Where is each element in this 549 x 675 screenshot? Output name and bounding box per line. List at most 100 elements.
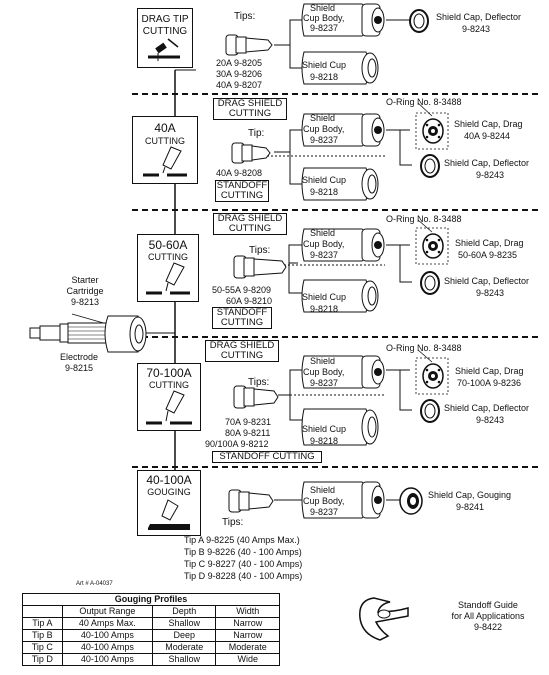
section-divider	[132, 209, 538, 211]
section-divider	[132, 93, 538, 95]
cutting-tip-icon	[231, 142, 271, 164]
standoff-guide-label: Standoff Guide	[458, 600, 518, 610]
cup-label: Shield Cup	[302, 60, 347, 70]
shield-cup-body-icon	[301, 113, 385, 147]
tip-part-number: 30A 9-8206	[216, 69, 263, 79]
cutting-tip-icon	[233, 255, 287, 279]
tag-line: CUTTING	[220, 317, 264, 328]
body-label: Cup Body,	[303, 496, 345, 506]
cup-label: Shield Cup	[302, 292, 347, 302]
gouging-profiles-table: Gouging Profiles Output Range Depth Widt…	[22, 593, 280, 666]
oring-label: O-Ring No. 8-3488	[386, 97, 462, 107]
gouging-tip: Tip B 9-8226 (40 - 100 Amps)	[184, 547, 302, 557]
mode-box-70-100a: 70-100A CUTTING	[137, 363, 201, 431]
shield-cup-icon	[301, 408, 379, 446]
tag-line: STANDOFF	[216, 180, 268, 191]
cap-label: 50-60A 9-8235	[458, 250, 518, 260]
body-label: Shield	[310, 3, 336, 13]
shield-cup-body-icon	[301, 3, 385, 37]
mode-subtitle: CUTTING	[142, 26, 188, 37]
tag-line: STANDOFF	[216, 307, 268, 318]
mode-box-50-60a: 50-60A CUTTING	[137, 234, 199, 302]
cup-label: 9-8218	[310, 436, 339, 446]
table-cell: 40-100 Amps	[61, 641, 154, 654]
torch-icon	[146, 262, 190, 295]
tag-drag-shield: DRAG SHIELD CUTTING	[213, 213, 287, 235]
table-cell: Shallow	[151, 617, 217, 630]
gouging-tip: Tip A 9-8225 (40 Amps Max.)	[184, 535, 300, 545]
table-cell: Moderate	[151, 641, 217, 654]
tips-label: Tips:	[249, 245, 271, 256]
table-row: Tip B 40-100 Amps Deep Narrow	[22, 629, 280, 642]
shield-cup-icon	[301, 279, 379, 313]
drag-cap-icon	[422, 233, 444, 259]
starter-label: 9-8213	[70, 297, 100, 307]
gouging-tip: Tip D 9-8228 (40 - 100 Amps)	[184, 571, 303, 581]
starter-label: Cartridge	[66, 286, 104, 296]
table-cell: 40-100 Amps	[61, 629, 154, 642]
drag-cap-icon	[422, 363, 444, 389]
body-label: Shield	[310, 356, 336, 366]
standoff-guide-icon	[359, 597, 409, 641]
tips-label: Tips:	[248, 377, 270, 388]
mode-box-40a: 40A CUTTING	[132, 116, 198, 184]
starter-label: Starter	[71, 275, 99, 285]
body-label: 9-8237	[310, 378, 339, 388]
tag-standoff: STANDOFF CUTTING	[212, 307, 272, 329]
body-label: Shield	[310, 485, 336, 495]
tips-label: Tip:	[248, 128, 265, 139]
cap-label: Shield Cap, Drag	[455, 366, 524, 376]
cap-label: Shield Cap, Drag	[454, 119, 523, 129]
tip-part-number: 40A 9-8208	[216, 168, 263, 178]
shield-cup-body-icon	[301, 481, 385, 519]
starter-cartridge-icon	[29, 313, 147, 353]
standoff-guide-label: 9-8422	[473, 622, 503, 632]
body-label: Cup Body,	[303, 124, 345, 134]
mode-box-gouging: 40-100A GOUGING	[137, 470, 201, 536]
tip-part-number: 90/100A 9-8212	[205, 439, 269, 449]
table-cell: Narrow	[215, 629, 280, 642]
table-cell: Tip A	[22, 617, 63, 630]
oring-label: O-Ring No. 8-3488	[386, 214, 462, 224]
mode-title: DRAG TIP	[141, 14, 189, 25]
table-row: Tip A 40 Amps Max. Shallow Narrow	[22, 617, 280, 630]
tag-standoff: STANDOFF CUTTING	[215, 180, 269, 202]
torch-drag-icon	[148, 38, 180, 61]
table-cell: 40 Amps Max.	[61, 617, 154, 630]
tip-part-number: 60A 9-8210	[226, 296, 273, 306]
body-label: 9-8237	[310, 507, 339, 517]
mode-subtitle: CUTTING	[148, 252, 188, 262]
table-cell: Tip D	[22, 653, 63, 666]
gouging-tip-icon	[228, 489, 274, 513]
torch-gouging-icon	[148, 499, 190, 530]
cap-label: Shield Cap, Deflector	[436, 12, 522, 22]
deflector-cap-icon	[420, 271, 440, 295]
table-header: Width	[215, 605, 280, 618]
body-label: Shield	[310, 113, 336, 123]
cap-label: Shield Cap, Deflector	[444, 158, 530, 168]
tip-part-number: 20A 9-8205	[216, 58, 263, 68]
tip-part-number: 70A 9-8231	[225, 417, 272, 427]
mode-box-drag-tip: DRAG TIP CUTTING	[137, 8, 193, 68]
tag-line: DRAG SHIELD	[217, 98, 283, 109]
tip-part-number: 40A 9-8207	[216, 80, 263, 90]
cap-label: 9-8243	[476, 415, 505, 425]
mode-title: 70-100A	[146, 366, 192, 380]
mode-subtitle: CUTTING	[145, 136, 185, 146]
tips-label: Tips:	[234, 11, 256, 22]
table-header: Depth	[151, 605, 217, 618]
cap-label: 70-100A 9-8236	[457, 378, 522, 388]
body-label: Shield	[310, 228, 336, 238]
table-cell: Moderate	[215, 641, 280, 654]
electrode-label: 9-8215	[64, 363, 94, 373]
tag-line: CUTTING	[220, 190, 264, 201]
table-row: Tip D 40-100 Amps Shallow Wide	[22, 653, 280, 666]
tag-drag-shield: DRAG SHIELD CUTTING	[205, 340, 279, 362]
section-divider	[132, 336, 538, 338]
deflector-cap-icon	[420, 154, 440, 178]
tag-line: STANDOFF CUTTING	[219, 451, 315, 462]
mode-subtitle: CUTTING	[149, 380, 189, 390]
tag-line: DRAG SHIELD	[217, 213, 283, 224]
table-cell: Deep	[151, 629, 217, 642]
cap-label: Shield Cap, Drag	[455, 238, 524, 248]
